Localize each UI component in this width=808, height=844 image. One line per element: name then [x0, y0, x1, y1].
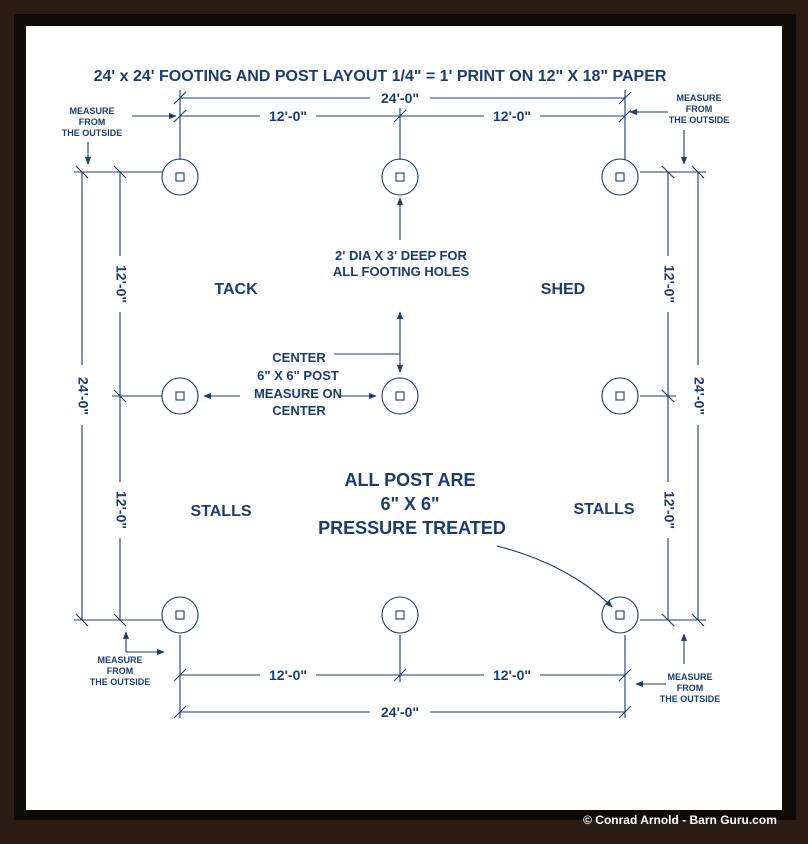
svg-text:ALL POST ARE: ALL POST ARE: [344, 470, 475, 490]
svg-text:THE OUTSIDE: THE OUTSIDE: [660, 694, 721, 704]
post-middle-left: [161, 377, 199, 415]
svg-text:FROM: FROM: [79, 117, 106, 127]
svg-text:2' DIA X 3' DEEP FOR: 2' DIA X 3' DEEP FOR: [335, 248, 467, 263]
svg-text:MEASURE ON: MEASURE ON: [254, 386, 342, 401]
drawing-sheet: [26, 26, 782, 810]
post-bottom-right: [601, 596, 639, 634]
dim-bottom-left: 12'-0": [269, 667, 307, 683]
post-middle-right: [601, 377, 639, 415]
room-shed: SHED: [541, 281, 585, 298]
post-top-left: [161, 158, 199, 196]
arrow-icon: [496, 545, 613, 608]
svg-text:FROM: FROM: [677, 683, 704, 693]
svg-text:THE OUTSIDE: THE OUTSIDE: [62, 128, 123, 138]
dim-bottom-right: 12'-0": [493, 667, 531, 683]
svg-text:FROM: FROM: [686, 104, 713, 114]
svg-text:MEASURE: MEASURE: [69, 106, 114, 116]
dim-left-bottom: 12'-0": [113, 491, 129, 529]
left-dimensions: 24'-0" 12'-0" 12'-0": [74, 165, 162, 627]
svg-text:MEASURE: MEASURE: [667, 672, 712, 682]
dim-right-overall: 24'-0": [691, 377, 707, 415]
post-bottom-center: [381, 596, 419, 634]
drawing-title: 24' x 24' FOOTING AND POST LAYOUT 1/4" =…: [94, 68, 667, 85]
svg-text:MEASURE: MEASURE: [97, 655, 142, 665]
svg-text:ALL FOOTING HOLES: ALL FOOTING HOLES: [333, 264, 470, 279]
post-middle-center: [381, 377, 419, 415]
dim-right-bottom: 12'-0": [661, 491, 677, 529]
dim-left-overall: 24'-0": [75, 377, 91, 415]
dim-left-top: 12'-0": [113, 265, 129, 303]
post-top-center: [381, 158, 419, 196]
copyright-text: © Conrad Arnold - Barn Guru.com: [583, 813, 777, 827]
room-stalls-left: STALLS: [190, 503, 251, 520]
svg-text:6" X 6": 6" X 6": [380, 494, 439, 514]
note-measure-bottom-left: MEASURE FROM THE OUTSIDE: [90, 631, 165, 687]
arrow-icon: [334, 353, 404, 373]
room-tack: TACK: [214, 281, 258, 298]
svg-text:MEASURE: MEASURE: [676, 93, 721, 103]
svg-text:THE OUTSIDE: THE OUTSIDE: [669, 115, 730, 125]
room-stalls-right: STALLS: [573, 501, 634, 518]
note-posts: ALL POST ARE 6" X 6" PRESSURE TREATED: [318, 470, 613, 608]
note-measure-bottom-right: MEASURE FROM THE OUTSIDE: [635, 633, 721, 704]
svg-text:PRESSURE TREATED: PRESSURE TREATED: [318, 518, 506, 538]
note-footing: 2' DIA X 3' DEEP FOR ALL FOOTING HOLES: [333, 197, 470, 279]
dim-right-top: 12'-0": [661, 265, 677, 303]
post-bottom-left: [161, 596, 199, 634]
top-dimensions: 24'-0" 12'-0" 12'-0": [173, 90, 632, 160]
note-measure-top-right: MEASURE FROM THE OUTSIDE: [629, 93, 730, 165]
right-dimensions: 24'-0" 12'-0" 12'-0": [640, 165, 707, 627]
svg-text:6" X 6" POST: 6" X 6" POST: [257, 368, 339, 383]
dim-top-right: 12'-0": [493, 108, 531, 124]
post-top-right: [601, 158, 639, 196]
svg-text:CENTER: CENTER: [272, 403, 326, 418]
bottom-dimensions: 12'-0" 12'-0" 24'-0": [173, 635, 632, 720]
dim-top-overall: 24'-0": [381, 90, 419, 106]
svg-text:FROM: FROM: [107, 666, 134, 676]
svg-text:THE OUTSIDE: THE OUTSIDE: [90, 677, 151, 687]
note-center: CENTER 6" X 6" POST MEASURE ON CENTER: [203, 311, 404, 418]
svg-text:CENTER: CENTER: [272, 350, 326, 365]
note-measure-top-left: MEASURE FROM THE OUTSIDE: [62, 106, 177, 165]
dim-bottom-overall: 24'-0": [381, 704, 419, 720]
dim-top-left: 12'-0": [269, 108, 307, 124]
